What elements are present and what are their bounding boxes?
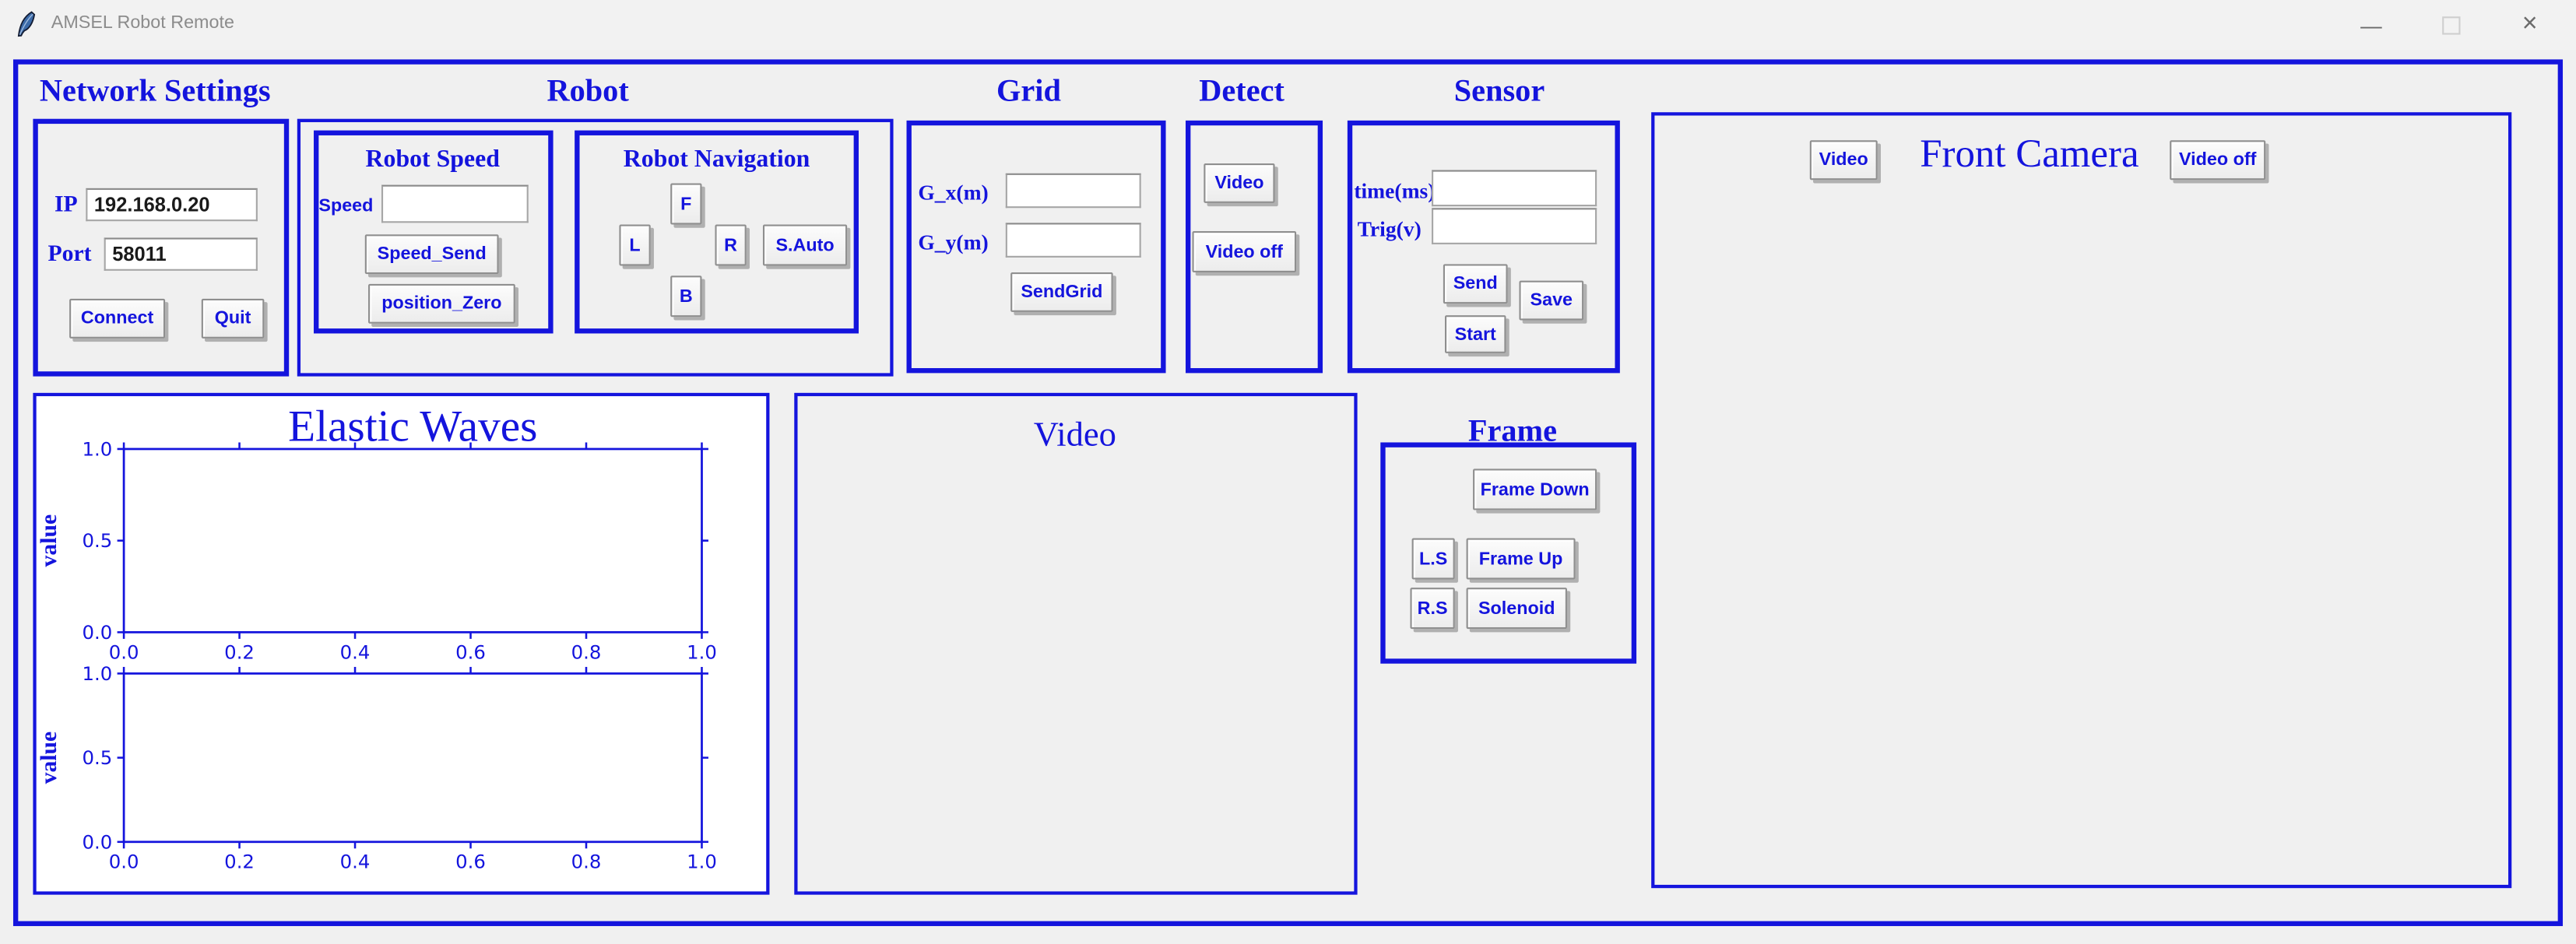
svg-text:Elastic Waves: Elastic Waves [288,402,537,451]
sensor-send-button[interactable]: Send [1443,264,1508,304]
nav-back-button[interactable]: B [670,275,702,318]
maximize-button[interactable] [2413,0,2489,50]
ip-label: IP [54,193,78,218]
robot-title: Robot [546,74,629,109]
camera-video-button[interactable]: Video [1809,140,1878,181]
svg-text:0.2: 0.2 [224,851,255,873]
robot-speed-title: Robot Speed [365,146,500,174]
grid-title: Grid [996,74,1061,109]
sensor-save-button[interactable]: Save [1519,280,1584,321]
trig-input[interactable] [1432,208,1597,244]
nav-sauto-button[interactable]: S.Auto [762,224,848,266]
network-settings-title: Network Settings [39,74,271,109]
svg-text:0.4: 0.4 [340,640,371,663]
speed-label: Speed [318,196,374,216]
svg-text:0.0: 0.0 [82,830,112,853]
video-panel [794,392,1358,895]
detect-video-off-button[interactable]: Video off [1192,230,1297,272]
robot-panel [297,118,894,377]
frame-panel [1380,442,1637,664]
sensor-start-button[interactable]: Start [1445,315,1506,353]
frame-up-button[interactable]: Frame Up [1466,538,1576,580]
svg-text:value: value [37,732,62,784]
front-camera-panel [1651,112,2512,889]
detect-video-button[interactable]: Video [1204,163,1275,203]
svg-text:1.0: 1.0 [82,437,112,460]
solenoid-button[interactable]: Solenoid [1466,588,1567,630]
title-bar: AMSEL Robot Remote — × [0,0,2576,50]
gy-label: G_y(m) [918,229,989,254]
sensor-panel [1347,120,1620,374]
close-button[interactable]: × [2492,0,2568,50]
detect-title: Detect [1199,74,1284,109]
gx-input[interactable] [1005,173,1141,209]
svg-text:0.0: 0.0 [109,851,139,873]
ls-button[interactable]: L.S [1411,538,1455,580]
robot-nav-title: Robot Navigation [623,146,810,174]
quit-button[interactable]: Quit [201,298,265,339]
svg-text:0.0: 0.0 [109,640,139,663]
connect-button[interactable]: Connect [69,298,166,339]
svg-text:0.6: 0.6 [455,640,486,663]
gy-input[interactable] [1005,223,1141,258]
port-label: Port [47,242,92,268]
close-icon: × [2522,9,2538,38]
camera-video-off-button[interactable]: Video off [2170,140,2266,181]
position-zero-button[interactable]: position_Zero [368,283,515,324]
frame-down-button[interactable]: Frame Down [1473,468,1597,511]
front-camera-title: Front Camera [1920,133,2139,177]
robot-nav-panel [575,130,859,334]
gx-label: G_x(m) [918,180,989,205]
svg-text:1.0: 1.0 [82,662,112,685]
maximize-icon [2441,16,2460,34]
svg-text:0.0: 0.0 [82,621,112,644]
minimize-icon: — [2360,12,2382,37]
svg-text:0.8: 0.8 [571,851,602,873]
nav-forward-button[interactable]: F [670,183,702,225]
svg-text:0.6: 0.6 [455,851,486,873]
grid-panel [906,120,1166,374]
port-input[interactable] [104,237,258,271]
ip-input[interactable] [86,188,258,222]
video-panel-title: Video [1033,414,1116,454]
window-title: AMSEL Robot Remote [51,12,234,33]
speed-send-button[interactable]: Speed_Send [364,234,499,275]
svg-text:0.5: 0.5 [82,529,112,552]
network-settings-panel [33,118,290,377]
tk-feather-icon [17,11,36,37]
send-grid-button[interactable]: SendGrid [1010,272,1113,312]
detect-panel [1185,120,1323,374]
svg-text:0.4: 0.4 [340,851,371,873]
speed-input[interactable] [381,184,529,223]
minimize-button[interactable]: — [2333,0,2409,50]
robot-speed-panel [314,130,554,334]
nav-left-button[interactable]: L [619,224,651,266]
svg-text:0.8: 0.8 [571,640,602,663]
svg-text:0.2: 0.2 [224,640,255,663]
svg-text:0.5: 0.5 [82,746,112,769]
nav-right-button[interactable]: R [715,224,747,266]
time-label: time(ms) [1354,178,1436,203]
trig-label: Trig(v) [1357,216,1422,241]
main-frame [12,59,2564,926]
svg-text:1.0: 1.0 [687,640,717,663]
svg-text:1.0: 1.0 [687,851,717,873]
svg-text:value: value [37,514,62,567]
time-input[interactable] [1432,170,1597,207]
rs-button[interactable]: R.S [1410,588,1455,630]
sensor-title: Sensor [1453,74,1545,109]
